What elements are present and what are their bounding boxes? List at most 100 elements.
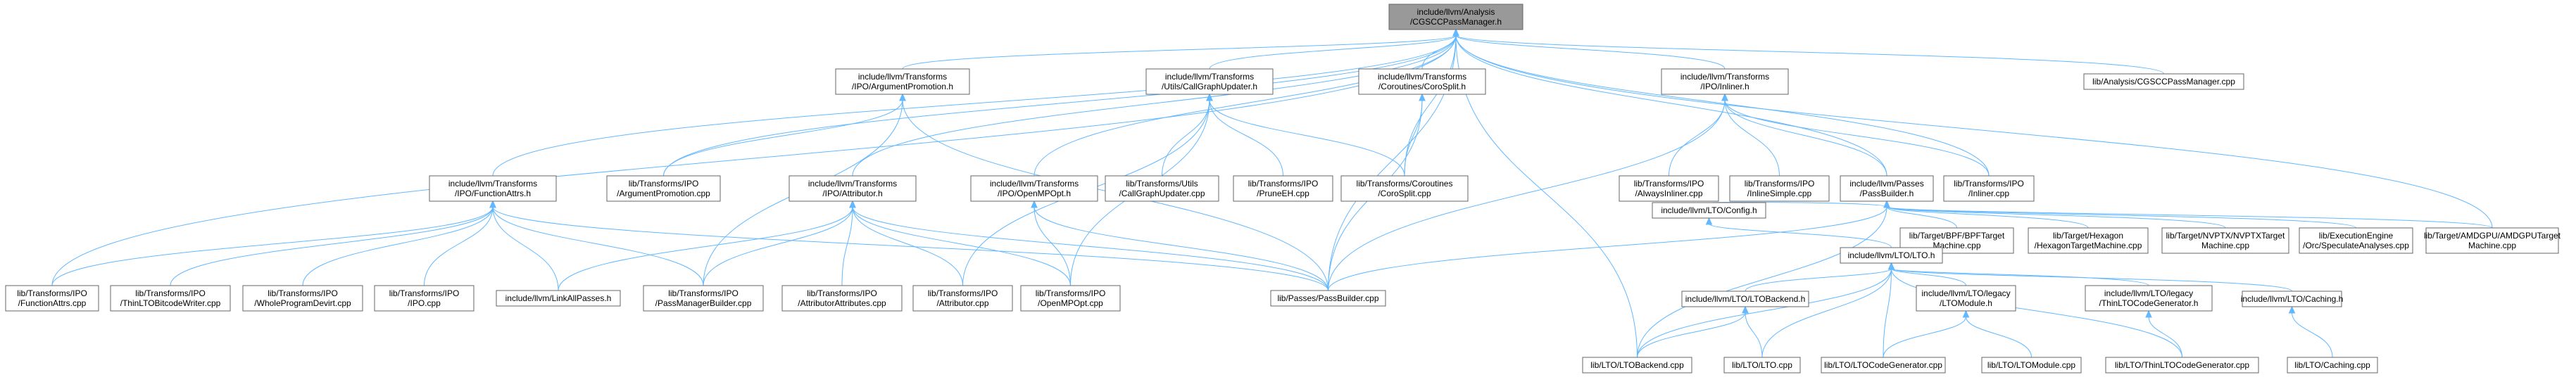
node-label-line: lib/Transforms/Utils: [1126, 179, 1198, 189]
graph-node-alwaysinliner-cpp[interactable]: lib/Transforms/IPO/AlwaysInliner.cpp: [1619, 175, 1719, 202]
edge-line: [1162, 99, 1210, 177]
edge-line: [1209, 99, 1283, 177]
graph-node-inliner-cpp[interactable]: lib/Transforms/IPO/Inliner.cpp: [1943, 175, 2035, 202]
graph-node-amdgpu-cpp[interactable]: lib/Target/AMDGPU/AMDGPUTargetMachine.cp…: [2424, 227, 2561, 254]
node-label-line: /CGSCCPassManager.h: [1410, 17, 1502, 27]
edge-line: [51, 206, 494, 286]
graph-node-caching-h[interactable]: include/llvm/LTO/Caching.h: [2241, 291, 2344, 307]
graph-node-orc-cpp[interactable]: lib/ExecutionEngine/Orc/SpeculateAnalyse…: [2299, 227, 2413, 254]
node-box: [2105, 357, 2259, 374]
node-label-line: lib/Target/NVPTX/NVPTXTarget: [2166, 231, 2285, 241]
edge-layer: [51, 28, 2493, 358]
node-label-line: lib/LTO/LTO.cpp: [1732, 360, 1792, 370]
node-box: [242, 285, 363, 312]
edge-argpromo-h-to-root: [902, 28, 1459, 70]
graph-node-cgupdater-h[interactable]: include/llvm/Transforms/Utils/CallGraphU…: [1145, 68, 1274, 95]
edge-caching-cpp-to-caching-h: [2288, 305, 2333, 358]
edge-arrowhead: [1883, 200, 1890, 208]
graph-node-attributor-cpp[interactable]: lib/Transforms/IPO/Attributor.cpp: [912, 285, 1013, 312]
edge-arrowhead: [899, 93, 906, 101]
edge-funcattrs-cpp-to-root: [51, 28, 1459, 286]
node-label-line: /PassManagerBuilder.cpp: [655, 298, 752, 308]
node-box: [1899, 227, 2014, 254]
graph-node-inlinesimple-cpp[interactable]: lib/Transforms/IPO/InlineSimple.cpp: [1729, 175, 1830, 202]
graph-node-hexagon-cpp[interactable]: lib/Target/Hexagon/HexagonTargetMachine.…: [2028, 227, 2149, 254]
node-label-line: lib/Transforms/Coroutines: [1357, 179, 1453, 189]
graph-node-ltocg-cpp[interactable]: lib/LTO/LTOCodeGenerator.cpp: [1821, 357, 1946, 374]
edge-attributor-h-to-root: [852, 28, 1459, 177]
graph-node-ltobackend-h[interactable]: include/llvm/LTO/LTOBackend.h: [1681, 291, 1809, 307]
graph-node-linkallpasses-h[interactable]: include/llvm/LinkAllPasses.h: [496, 290, 621, 307]
edge-funcattrs-cpp-to-funcattrs-h: [51, 200, 496, 286]
node-label-line: lib/Target/BPF/BPFTarget: [1909, 231, 2005, 241]
graph-node-cgscc-cpp[interactable]: lib/Analysis/CGSCCPassManager.cpp: [2083, 73, 2244, 90]
edge-line: [1455, 34, 1990, 177]
node-box: [643, 285, 764, 312]
edge-line: [1637, 268, 1892, 358]
node-label-line: include/llvm/LTO/LTO.h: [1848, 250, 1935, 260]
graph-node-root[interactable]: include/llvm/Analysis/CGSCCPassManager.h: [1388, 4, 1523, 30]
node-label-line: include/llvm/LinkAllPasses.h: [505, 293, 612, 303]
node-label-line: include/llvm/Transforms: [990, 179, 1079, 189]
graph-node-pruneeh-cpp[interactable]: lib/Transforms/IPO/PruneEH.cpp: [1233, 175, 1333, 202]
graph-node-caching-cpp[interactable]: lib/LTO/Caching.cpp: [2287, 357, 2378, 374]
node-box: [374, 285, 475, 312]
graph-node-funcattrs-h[interactable]: include/llvm/Transforms/IPO/FunctionAttr…: [429, 175, 557, 202]
graph-node-pmbuilder-cpp[interactable]: lib/Transforms/IPO/PassManagerBuilder.cp…: [643, 285, 764, 312]
graph-node-lto-cpp[interactable]: lib/LTO/LTO.cpp: [1723, 357, 1801, 374]
edge-arrowhead: [2288, 305, 2296, 314]
graph-node-cgupdater-cpp[interactable]: lib/Transforms/Utils/CallGraphUpdater.cp…: [1105, 175, 1219, 202]
edge-arrowhead: [849, 200, 856, 208]
graph-node-lto-config-h[interactable]: include/llvm/LTO/Config.h: [1652, 202, 1766, 219]
edge-line: [1724, 99, 1780, 177]
node-label-line: /Attributor.cpp: [936, 298, 988, 308]
edge-thinltocg-cpp-to-lto-h: [1887, 262, 2182, 358]
node-label-line: /AttributorAttributes.cpp: [798, 298, 886, 308]
graph-node-openmpopt-cpp[interactable]: lib/Transforms/IPO/OpenMPOpt.cpp: [1020, 285, 1121, 312]
node-box: [2028, 227, 2149, 254]
node-label-line: /IPO/OpenMPOpt.h: [998, 189, 1071, 198]
graph-node-passbuilder-cpp[interactable]: lib/Passes/PassBuilder.cpp: [1270, 290, 1386, 307]
graph-node-attrattrs-cpp[interactable]: lib/Transforms/IPO/AttributorAttributes.…: [781, 285, 903, 312]
node-label-line: lib/LTO/LTOModule.cpp: [1987, 360, 2076, 370]
node-label-line: include/llvm/Transforms: [1165, 72, 1254, 82]
graph-node-attributor-h[interactable]: include/llvm/Transforms/IPO/Attributor.h: [788, 175, 917, 202]
node-box: [1388, 4, 1523, 30]
node-label-line: lib/Transforms/IPO: [1745, 179, 1815, 189]
graph-node-thinltocg-cpp[interactable]: lib/LTO/ThinLTOCodeGenerator.cpp: [2105, 357, 2259, 374]
graph-node-passbuilder-h[interactable]: include/llvm/Passes/PassBuilder.h: [1840, 175, 1934, 202]
graph-node-openmpopt-h[interactable]: include/llvm/Transforms/IPO/OpenMPOpt.h: [970, 175, 1098, 202]
edge-cgscc-cpp-to-root: [1452, 28, 2164, 75]
node-label-line: lib/Transforms/IPO: [668, 288, 739, 298]
graph-node-thinltocg-h[interactable]: include/llvm/LTO/legacy/ThinLTOCodeGener…: [2085, 285, 2213, 312]
edge-pmbuilder-cpp-to-funcattrs-h: [489, 200, 704, 286]
node-label-line: /OpenMPOpt.cpp: [1038, 298, 1103, 308]
node-label-line: include/llvm/Transforms: [448, 179, 537, 189]
graph-node-inliner-h[interactable]: include/llvm/Transforms/IPO/Inliner.h: [1661, 68, 1789, 95]
graph-node-ipo-cpp[interactable]: lib/Transforms/IPO/IPO.cpp: [374, 285, 475, 312]
edge-arrowhead: [1452, 28, 1459, 37]
node-label-line: include/llvm/Passes: [1849, 179, 1923, 189]
node-label-line: /FunctionAttrs.cpp: [18, 298, 87, 308]
node-label-line: lib/Transforms/IPO: [17, 288, 87, 298]
edge-line: [1891, 268, 2182, 358]
edge-line: [703, 206, 853, 286]
edge-line: [1455, 34, 2493, 229]
graph-node-thinltobc-cpp[interactable]: lib/Transforms/IPO/ThinLTOBitcodeWriter.…: [110, 285, 231, 312]
node-label-line: lib/Transforms/IPO: [1634, 179, 1704, 189]
graph-node-ltomodule-h[interactable]: include/llvm/LTO/legacy/LTOModule.h: [1916, 285, 2016, 312]
graph-node-argpromo-cpp[interactable]: lib/Transforms/IPO/ArgumentPromotion.cpp: [606, 175, 721, 202]
graph-node-ltomodule-cpp[interactable]: lib/LTO/LTOModule.cpp: [1981, 357, 2082, 374]
graph-node-ltobackend-cpp[interactable]: lib/LTO/LTOBackend.cpp: [1582, 357, 1692, 374]
node-label-line: /CoroSplit.cpp: [1378, 189, 1431, 198]
graph-node-argpromo-h[interactable]: include/llvm/Transforms/IPO/ArgumentProm…: [835, 68, 970, 95]
graph-node-corosplit-h[interactable]: include/llvm/Transforms/Coroutines/CoroS…: [1358, 68, 1486, 95]
graph-node-wpdevirt-cpp[interactable]: lib/Transforms/IPO/WholeProgramDevirt.cp…: [242, 285, 363, 312]
graph-node-lto-h[interactable]: include/llvm/LTO/LTO.h: [1840, 247, 1943, 264]
graph-node-corosplit-cpp[interactable]: lib/Transforms/Coroutines/CoroSplit.cpp: [1340, 175, 1469, 202]
graph-node-funcattrs-cpp[interactable]: lib/Transforms/IPO/FunctionAttrs.cpp: [5, 285, 99, 312]
edge-passbuilder-cpp-to-passbuilder-h: [1328, 200, 1890, 291]
